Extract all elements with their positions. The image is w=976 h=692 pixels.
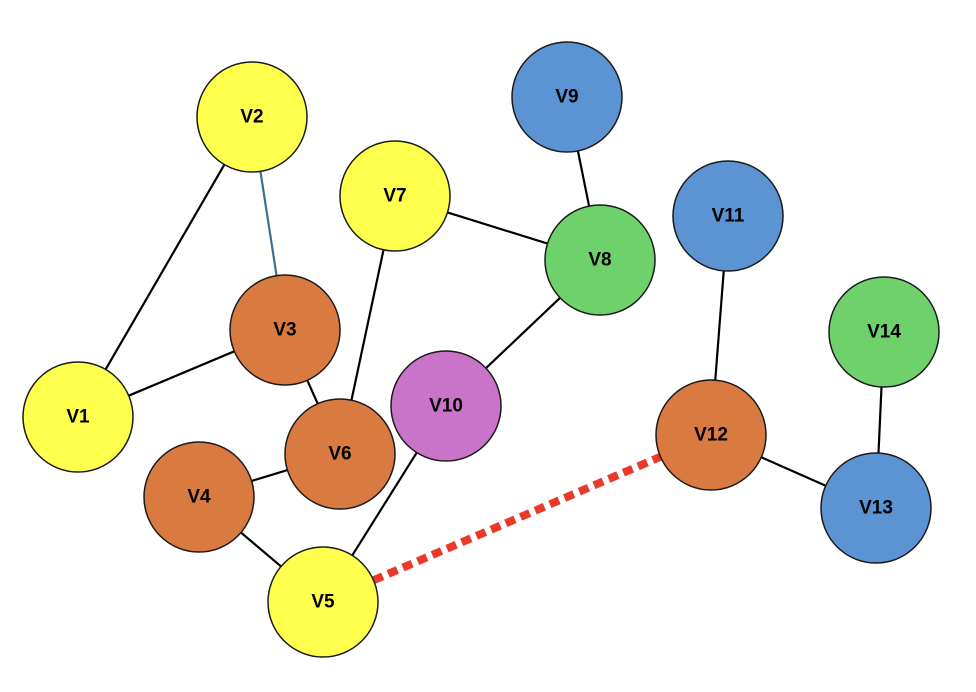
node-circle — [655, 379, 767, 491]
node-label: V13 — [859, 498, 893, 519]
node-v4: V4 — [143, 441, 255, 553]
node-label: V11 — [712, 206, 745, 227]
node-v3: V3 — [229, 274, 341, 386]
node-label: V7 — [383, 186, 406, 207]
edge-v9-v8 — [576, 150, 591, 207]
node-v10: V10 — [390, 350, 502, 462]
edge-v4-v6 — [251, 468, 288, 483]
node-v12: V12 — [655, 379, 767, 491]
node-v13: V13 — [820, 452, 932, 564]
node-circle — [339, 140, 451, 252]
node-circle — [196, 61, 308, 173]
node-v9: V9 — [511, 41, 623, 153]
node-v1: V1 — [22, 361, 134, 473]
node-circle — [229, 274, 341, 386]
node-label: V8 — [588, 250, 611, 271]
node-label: V5 — [311, 592, 335, 613]
edge-v10-v5 — [351, 452, 418, 556]
node-v8: V8 — [544, 204, 656, 316]
edge-v2-v3 — [259, 171, 278, 276]
edge-v14-v13 — [877, 386, 883, 454]
node-v14: V14 — [828, 276, 940, 388]
edge-v12-v13 — [760, 456, 827, 487]
edge-v7-v8 — [447, 211, 548, 245]
node-label: V2 — [240, 107, 263, 128]
edge-v3-v6 — [306, 379, 319, 405]
edge-v8-v10 — [485, 297, 561, 369]
node-v6: V6 — [284, 398, 396, 510]
node-circle — [22, 361, 134, 473]
node-v2: V2 — [196, 61, 308, 173]
node-v5: V5 — [267, 546, 379, 658]
edges-layer — [104, 150, 883, 584]
node-circle — [544, 204, 656, 316]
node-label: V3 — [273, 320, 296, 341]
node-circle — [511, 41, 623, 153]
edge-v1-v3 — [128, 350, 235, 397]
node-circle — [284, 398, 396, 510]
node-circle — [390, 350, 502, 462]
edge-v2-v1 — [104, 164, 226, 370]
edge-v7-v6 — [350, 249, 385, 401]
node-circle — [828, 276, 940, 388]
node-circle — [820, 452, 932, 564]
edge-v4-v5 — [240, 531, 282, 568]
node-label: V9 — [555, 87, 578, 108]
node-circle — [267, 546, 379, 658]
node-label: V10 — [429, 396, 463, 417]
edge-v5-v12 — [371, 453, 663, 584]
node-label: V1 — [66, 407, 90, 428]
node-label: V14 — [867, 322, 901, 343]
node-v11: V11 — [672, 160, 784, 272]
node-label: V4 — [187, 487, 211, 508]
edge-v11-v12 — [714, 270, 725, 381]
node-label: V6 — [328, 444, 351, 465]
node-circle — [143, 441, 255, 553]
node-label: V12 — [694, 425, 728, 446]
node-circle — [672, 160, 784, 272]
node-v7: V7 — [339, 140, 451, 252]
